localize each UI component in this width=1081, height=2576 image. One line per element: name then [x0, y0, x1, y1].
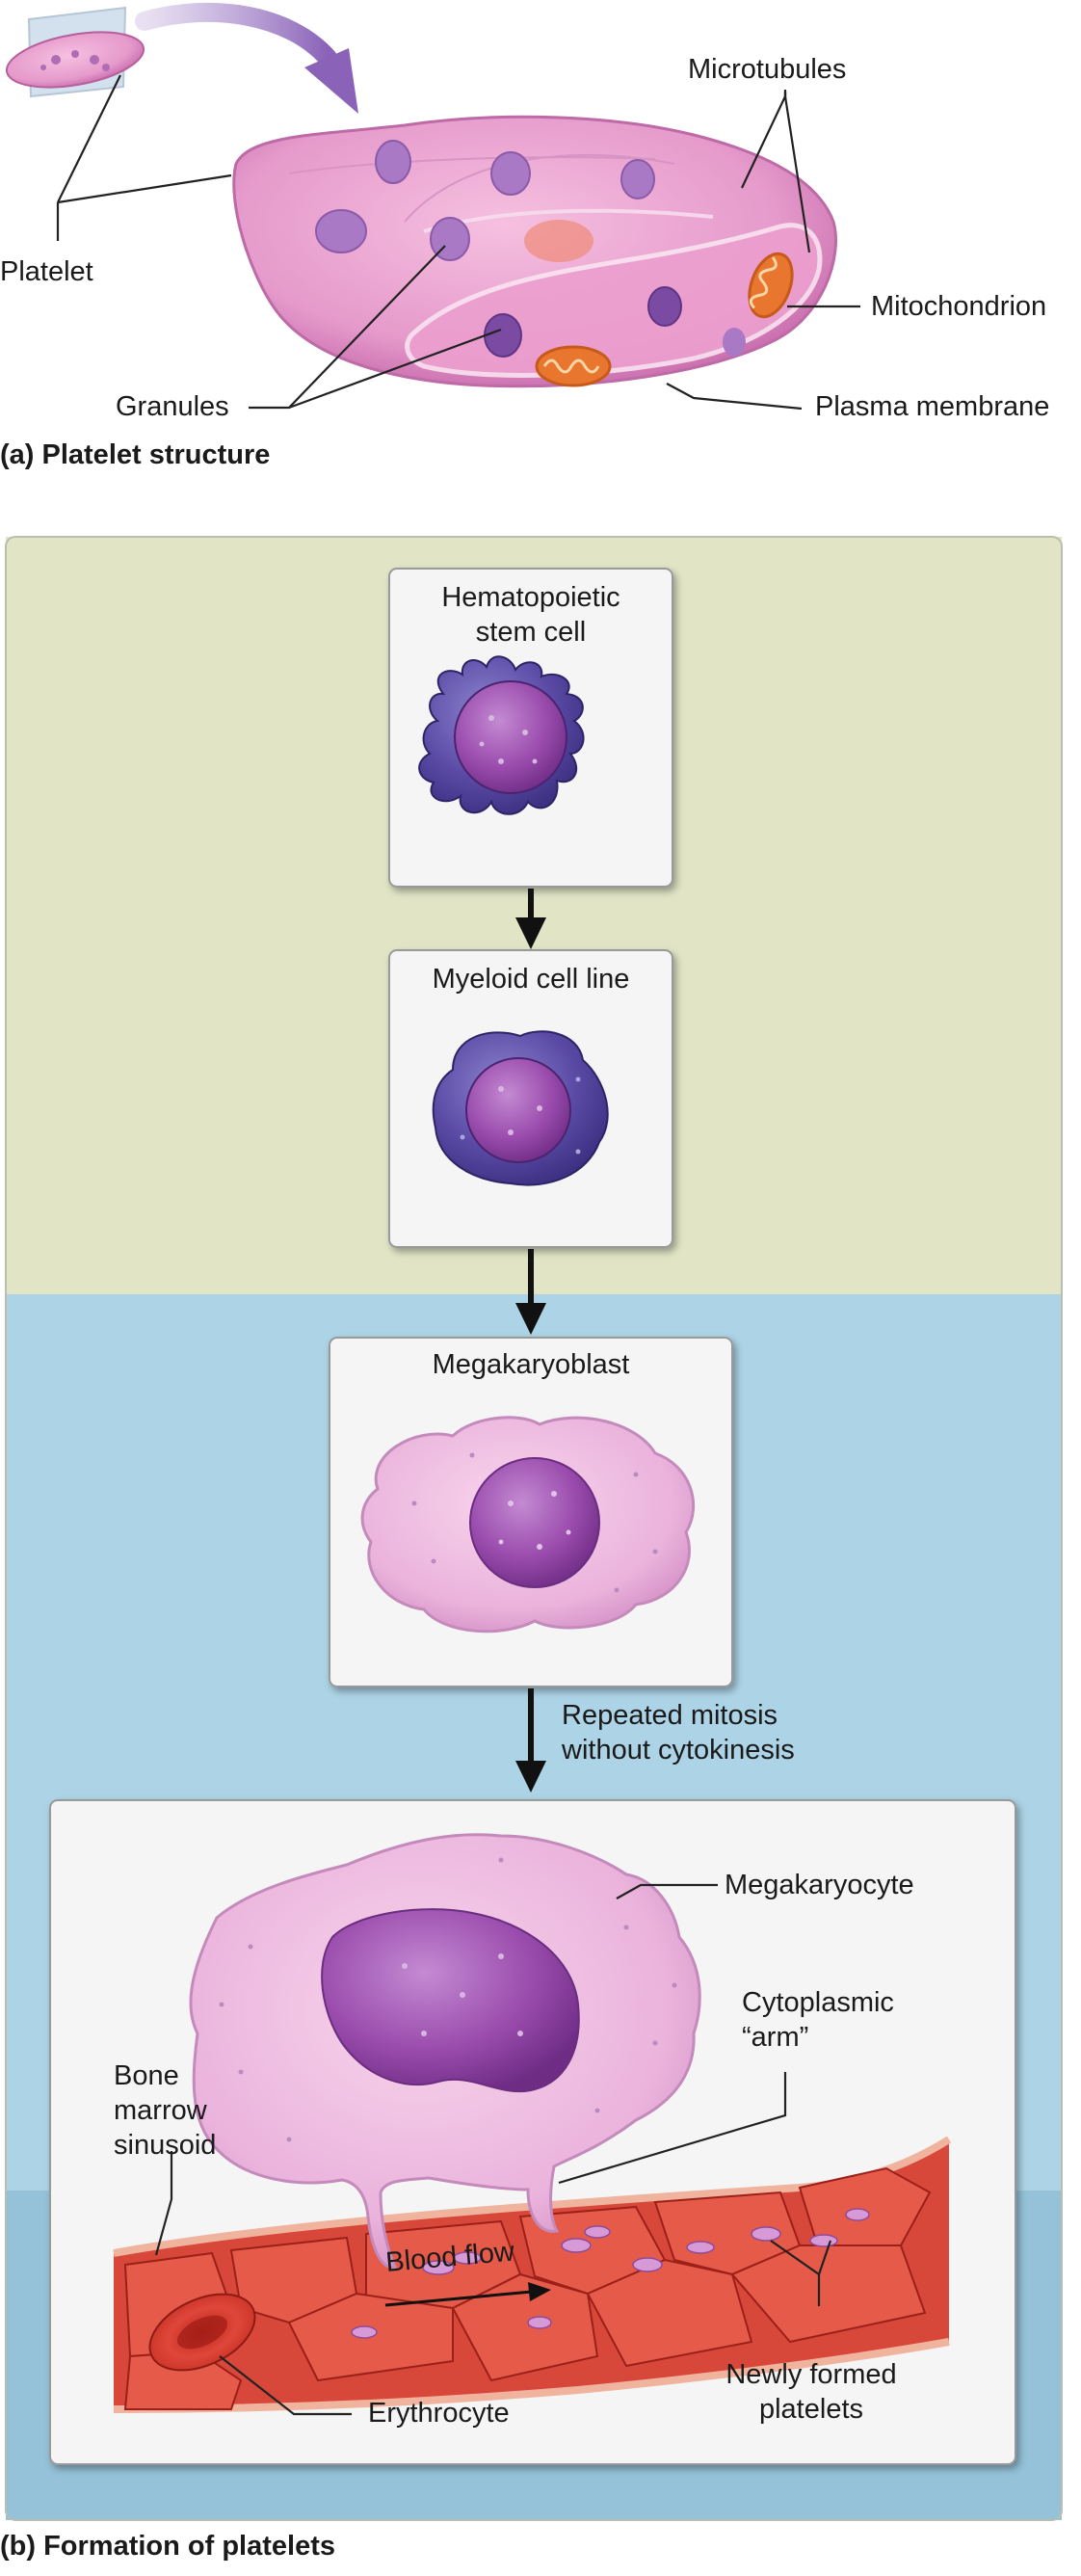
blood-flow-arrow — [384, 2290, 533, 2307]
label-platelet: Platelet — [0, 256, 93, 287]
myeloid-cell — [432, 1030, 609, 1186]
label-bone-marrow-sinusoid: Bone marrow sinusoid — [114, 2060, 217, 2161]
arrow-megakaryoblast-to-megakaryocyte — [515, 1688, 546, 1793]
bone-marrow-sinusoid — [113, 2136, 952, 2413]
arrow-myeloid-to-megakaryoblast — [515, 1249, 546, 1335]
part-a-leader-lines — [56, 74, 860, 411]
magnify-arrow — [135, 2, 337, 67]
label-hematopoietic-stem-cell: Hematopoietic stem cell — [441, 582, 620, 648]
megakaryocyte — [189, 1833, 701, 2269]
step-note-repeated-mitosis: Repeated mitosis without cytokinesis — [562, 1700, 795, 1766]
formation-panel — [5, 536, 1063, 2521]
label-mitochondrion: Mitochondrion — [871, 291, 1047, 322]
erythrocyte — [148, 2293, 256, 2372]
platelet-section-thumbnail — [5, 6, 145, 98]
platelet-structure-panel — [5, 2, 860, 411]
label-cytoplasmic-arm: Cytoplasmic “arm” — [742, 1987, 894, 2053]
megakaryoblast — [360, 1416, 696, 1633]
label-plasma-membrane: Plasma membrane — [815, 391, 1050, 422]
blood-flow-arrow-head — [528, 2282, 551, 2301]
hematopoietic-stem-cell — [418, 655, 585, 815]
part-b-leader-lines — [154, 1883, 832, 2416]
arrow-hsc-to-myeloid — [515, 889, 546, 949]
label-granules: Granules — [116, 391, 229, 422]
label-erythrocyte: Erythrocyte — [368, 2398, 510, 2429]
label-megakaryocyte: Megakaryocyte — [725, 1870, 914, 1900]
caption-platelet-structure: (a) Platelet structure — [0, 439, 271, 470]
magnify-arrow-head — [304, 48, 358, 114]
label-newly-formed-platelets: Newly formed platelets — [725, 2359, 897, 2425]
caption-formation-of-platelets: (b) Formation of platelets — [0, 2531, 335, 2562]
platelet-cross-section — [232, 115, 837, 388]
label-megakaryoblast: Megakaryoblast — [432, 1349, 630, 1380]
label-myeloid-cell-line: Myeloid cell line — [432, 964, 630, 995]
label-microtubules: Microtubules — [688, 54, 847, 85]
